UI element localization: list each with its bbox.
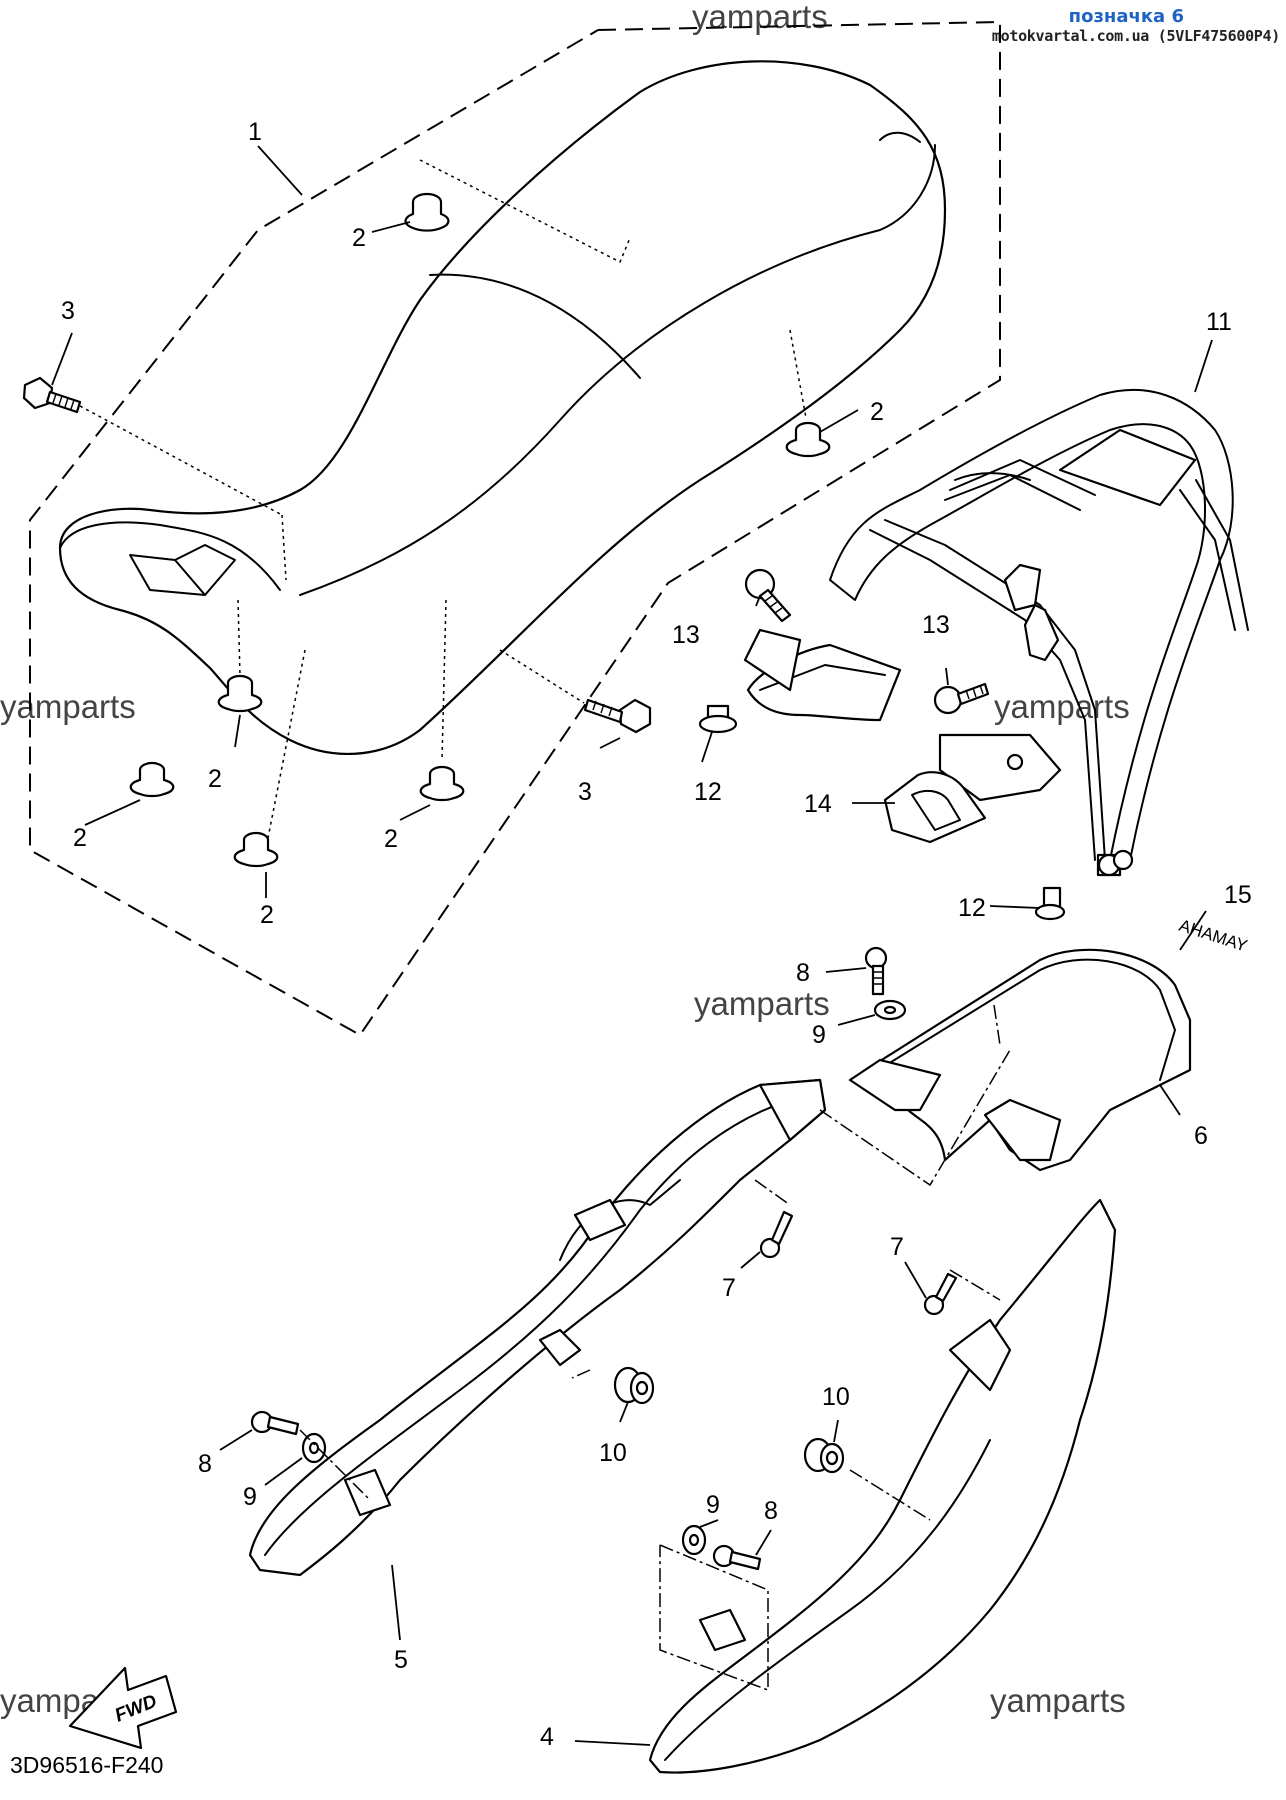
seat-group-boundary	[29, 20, 1001, 1037]
site-label[interactable]: motokvartal.com.ua (5VLF475600P4)	[991, 27, 1280, 45]
callout-3: 3	[61, 297, 75, 325]
damper-rubber	[785, 421, 831, 458]
grommet	[803, 1437, 845, 1474]
screw	[923, 1272, 958, 1316]
washer	[301, 1432, 327, 1464]
callout-2: 2	[870, 398, 884, 426]
bolt	[250, 1410, 300, 1436]
left-side-cover	[248, 1078, 827, 1577]
cap-bolt	[698, 704, 738, 734]
callout-1: 1	[248, 118, 262, 146]
damper-rubber	[233, 831, 279, 868]
callout-12: 12	[958, 894, 986, 922]
seat-assembly	[58, 60, 947, 756]
callout-labels: 1 2 3 2 11 2 2 2 2 3 12 13 13 14 12 15 8…	[61, 118, 1252, 1751]
rear-carrier	[743, 388, 1249, 877]
callout-8: 8	[198, 1450, 212, 1478]
callout-12: 12	[694, 778, 722, 806]
bolt	[712, 1544, 762, 1571]
callout-9: 9	[812, 1021, 826, 1049]
mark-label[interactable]: позначка 6	[1068, 6, 1184, 27]
callout-9: 9	[706, 1491, 720, 1519]
callout-2: 2	[208, 765, 222, 793]
bolt	[22, 376, 82, 414]
callout-3: 3	[578, 778, 592, 806]
watermark: yamparts	[694, 985, 830, 1022]
callout-8: 8	[764, 1497, 778, 1525]
callout-4: 4	[540, 1723, 554, 1751]
watermark: yamparts	[692, 0, 828, 35]
label-text: AHAMAY	[1177, 916, 1250, 956]
callout-7: 7	[722, 1274, 736, 1302]
callout-10: 10	[822, 1383, 850, 1411]
callout-11: 11	[1206, 308, 1232, 336]
leader-lines	[51, 145, 1213, 1746]
watermark: yamparts	[0, 688, 136, 725]
damper-rubber	[217, 674, 263, 713]
cover-mount-lines	[299, 1004, 1011, 1692]
callout-2: 2	[73, 824, 87, 852]
damper-rubber	[129, 761, 175, 798]
bolt	[744, 568, 792, 623]
callout-10: 10	[599, 1439, 627, 1467]
callout-2: 2	[384, 825, 398, 853]
washer	[873, 999, 907, 1021]
callout-15: 15	[1224, 881, 1252, 909]
washer	[681, 1524, 707, 1556]
callout-6: 6	[1194, 1122, 1208, 1150]
callout-5: 5	[394, 1646, 408, 1674]
header-link[interactable]: позначка 6 motokvartal.com.ua (5VLF47560…	[992, 6, 1280, 45]
watermark: yamparts	[990, 1682, 1126, 1719]
diagram-code: 3D96516-F240	[10, 1752, 164, 1778]
callout-13: 13	[922, 611, 950, 639]
bolt	[864, 946, 888, 996]
callout-8: 8	[796, 959, 810, 987]
fwd-arrow-icon: FWD	[68, 1666, 178, 1750]
callout-13: 13	[672, 621, 700, 649]
cap-bolt	[1034, 886, 1066, 921]
right-side-cover	[648, 1198, 1117, 1774]
screw	[759, 1210, 794, 1259]
callout-9: 9	[243, 1483, 257, 1511]
bolt	[933, 682, 990, 715]
callout-2: 2	[352, 224, 366, 252]
rear-fender	[848, 948, 1192, 1172]
grommet	[613, 1366, 655, 1405]
callout-2: 2	[260, 901, 274, 929]
damper-rubber	[419, 765, 465, 802]
callout-7: 7	[890, 1233, 904, 1261]
bracket	[883, 771, 987, 844]
bolt	[583, 698, 652, 734]
watermark: yamparts	[994, 688, 1130, 725]
callout-14: 14	[804, 790, 832, 818]
damper-rubber	[404, 192, 450, 232]
seat-mount-lines	[79, 159, 807, 839]
